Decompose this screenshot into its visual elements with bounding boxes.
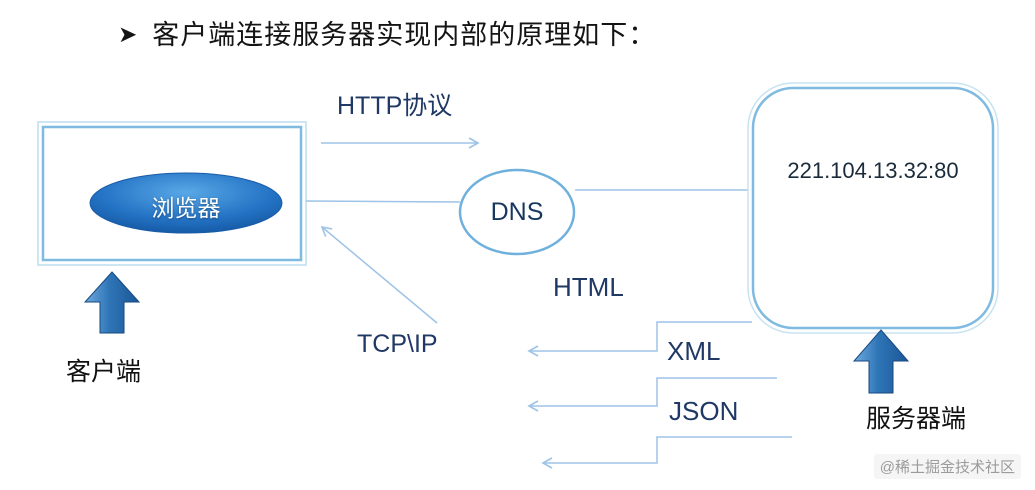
response-xml-label: XML [667,336,721,366]
response-json-label: JSON [669,396,739,426]
tcpip-arrow [320,225,438,324]
watermark: @稀土掘金技术社区 [873,454,1021,479]
server-box [751,86,995,330]
dns-ellipse [458,168,576,256]
server-address: 221.104.13.32:80 [787,158,959,183]
server-side-label: 服务器端 [866,405,967,433]
client-up-arrow-icon [83,271,141,334]
response-arrow-xml [527,377,777,412]
title-text: 客户端连接服务器实现内部的原理如下： [152,20,657,50]
client-dns-line [305,200,461,203]
title-bullet-icon: ➤ [118,21,139,47]
response-arrow-json [541,436,792,469]
client-label: 客户端 [66,358,142,386]
diagram-title: ➤ 客户端连接服务器实现内部的原理如下： [118,13,656,52]
browser-label: 浏览器 [151,195,221,221]
http-protocol-label: HTTP协议 [337,92,453,120]
response-arrow-html [527,321,752,357]
tcpip-label: TCP\IP [357,330,438,358]
browser-ellipse [89,172,283,234]
response-html-label: HTML [553,272,624,302]
server-up-arrow-icon [852,329,910,394]
dns-label: DNS [490,198,544,226]
